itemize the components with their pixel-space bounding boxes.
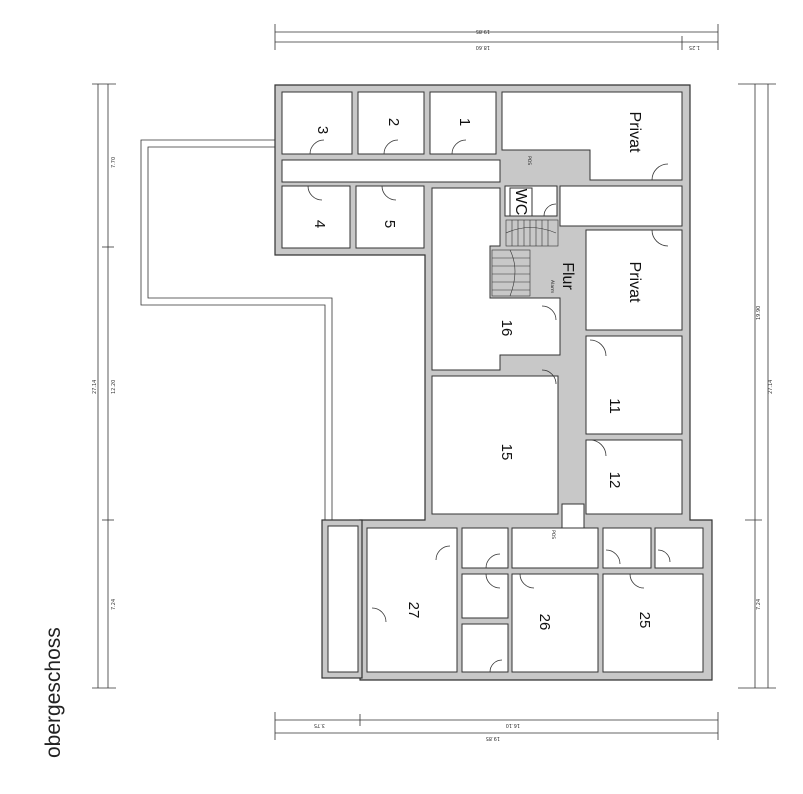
rooms-bottom [366, 527, 704, 673]
room-label-4: 4 [311, 220, 328, 228]
room-label-26: 26 [536, 614, 553, 631]
dim-top-outer: 19.85 [476, 28, 490, 34]
note-alarm: Alarm [549, 280, 555, 293]
rooms-right-upper [501, 91, 683, 515]
room-label-3: 3 [314, 126, 331, 134]
rooms-top-left [281, 91, 501, 249]
stairs-lower [491, 249, 531, 297]
room-label-25: 25 [636, 612, 653, 629]
dim-left-upper: 7.70 [111, 157, 117, 168]
dim-left-mid: 12.20 [111, 380, 117, 394]
dim-top-inner: 18.60 [476, 44, 490, 50]
room-label-2: 2 [385, 118, 402, 126]
dimension-left: 7.70 27.14 12.20 7.24 [92, 83, 117, 689]
dim-bottom-outer: 19.85 [486, 735, 500, 741]
stairs-upper [505, 219, 559, 247]
room-label-1: 1 [456, 118, 473, 126]
dim-right-total: 27.14 [768, 380, 774, 394]
room-label-16: 16 [498, 320, 515, 337]
dimension-right: 19.90 27.14 7.24 [738, 83, 776, 689]
room-label-11: 11 [606, 398, 623, 414]
room-label-27: 27 [405, 602, 422, 619]
room-label-privat-top: Privat [626, 112, 643, 153]
room-label-5: 5 [381, 220, 398, 228]
dim-bottom-inner: 16.10 [506, 722, 520, 728]
room-label-flur: Flur [559, 262, 576, 290]
dim-left-total: 27.14 [92, 380, 98, 394]
terrace-outline [140, 139, 333, 520]
dim-top-right: 1.25 [689, 44, 700, 50]
dim-bottom-left: 3.75 [314, 722, 325, 728]
note-pos-upper: POS [526, 156, 532, 165]
dimension-bottom: 16.10 3.75 19.85 [274, 712, 719, 741]
rooms-central [431, 185, 585, 529]
room-label-privat-mid: Privat [626, 262, 643, 303]
dim-right-upper: 19.90 [756, 306, 762, 320]
dimension-top: 19.85 18.60 1.25 [274, 24, 719, 50]
note-pos-lower: POS [550, 530, 556, 539]
room-label-wc: WC [512, 189, 529, 216]
room-label-12: 12 [606, 472, 623, 489]
dim-left-lower: 7.24 [111, 599, 117, 610]
dim-right-lower: 7.24 [756, 599, 762, 610]
room-label-15: 15 [498, 444, 515, 461]
